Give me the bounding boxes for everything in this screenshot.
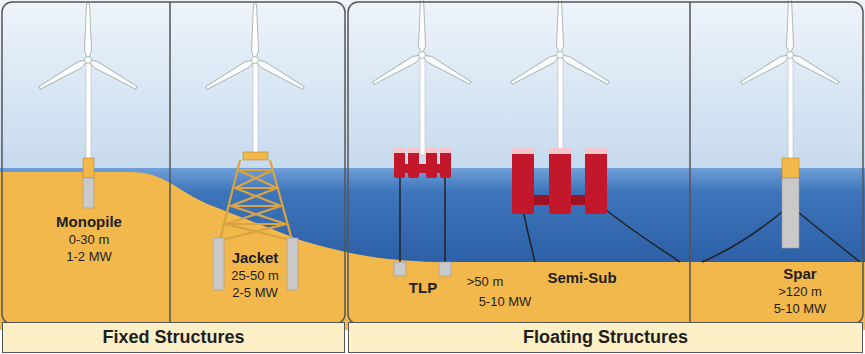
- structure-name: Monopile: [56, 214, 122, 230]
- turbine-rating: 2-5 MW: [232, 285, 278, 301]
- turbine-rating: 5-10 MW: [479, 294, 532, 310]
- turbine-rating: 1-2 MW: [66, 249, 112, 265]
- structure-name: Spar: [783, 266, 816, 282]
- water-depth: >120 m: [778, 284, 822, 300]
- structure-name: Jacket: [232, 250, 279, 266]
- turbine-rating: 5-10 MW: [774, 301, 827, 317]
- structure-name: Semi-Sub: [547, 270, 616, 286]
- category-band: Fixed Structures: [2, 322, 345, 353]
- water-depth: 0-30 m: [69, 232, 109, 248]
- band-title: Floating Structures: [523, 327, 688, 348]
- structure-name: TLP: [409, 280, 437, 296]
- water-depth: >50 m: [467, 274, 504, 290]
- category-band: Floating Structures: [348, 322, 863, 353]
- band-title: Fixed Structures: [102, 327, 244, 348]
- water-depth: 25-50 m: [231, 268, 279, 284]
